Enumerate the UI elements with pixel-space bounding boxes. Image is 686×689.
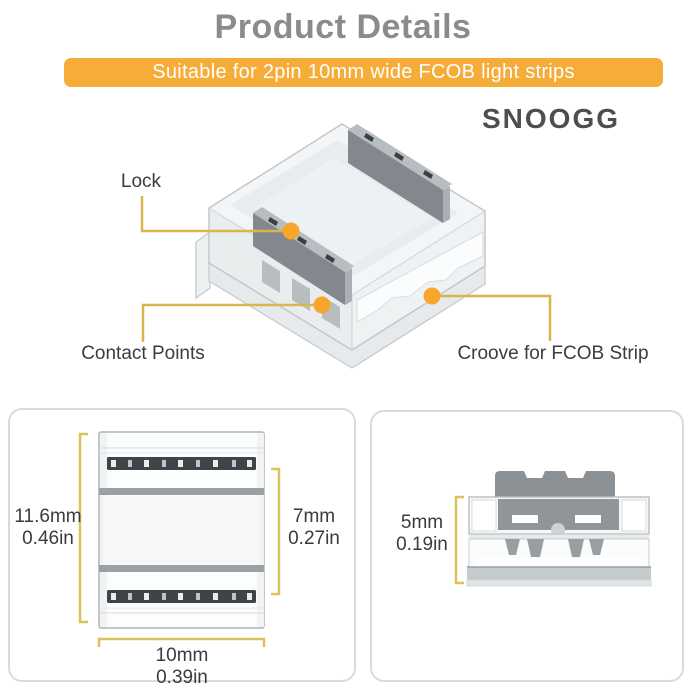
connector-left-face — [209, 208, 352, 350]
overall-height-dimension: 11.6mm 0.46in — [14, 506, 82, 550]
side-clip-left — [471, 499, 497, 532]
side-lower-highlight — [475, 558, 642, 565]
fcob-groove — [356, 231, 484, 323]
side-lock-bar — [495, 471, 615, 499]
side-contact — [505, 539, 520, 555]
lock-callout-line — [140, 196, 283, 233]
connector-3d-illustration — [140, 123, 552, 369]
side-slot-left — [512, 515, 538, 523]
suitability-banner: Suitable for 2pin 10mm wide FCOB light s… — [64, 58, 663, 87]
side-view-dimension-panel: 5mm 0.19in — [370, 410, 684, 682]
side-contact — [527, 539, 544, 557]
page-title: Product Details — [214, 8, 472, 46]
contact-points-label: Contact Points — [81, 343, 205, 364]
top-view-dimension-panel: 11.6mm 0.46in 7mm 0.27in 10mm 0.39in — [8, 408, 356, 688]
top-view-drawing — [78, 431, 281, 647]
overall-height-inch: 0.46in — [22, 528, 74, 549]
side-divider — [469, 534, 649, 539]
top-view-bar-upper — [99, 488, 264, 495]
lock-bar-far — [348, 124, 452, 223]
connector-base-step — [195, 230, 211, 300]
connector-window-highlight — [254, 158, 432, 266]
contact-points-callout-dot — [313, 296, 331, 314]
connector-hero: Lock Contact Points Croove for FCOB Stri… — [0, 110, 686, 400]
width-inch: 0.39in — [156, 667, 208, 688]
suitability-banner-text: Suitable for 2pin 10mm wide FCOB light s… — [152, 61, 575, 83]
side-contact — [568, 539, 584, 557]
contact-strip-top — [107, 457, 256, 470]
inner-height-mm: 7mm — [292, 506, 336, 527]
contact-strip-bottom — [107, 590, 256, 603]
width-dimension: 10mm 0.39in — [132, 645, 232, 689]
dimension-brackets — [78, 432, 281, 647]
brand-logo: SNOOGG — [482, 103, 621, 134]
overall-height-mm: 11.6mm — [14, 506, 82, 527]
top-view-edge-right — [257, 433, 264, 627]
side-clip-right — [621, 499, 647, 532]
side-height-inch: 0.19in — [396, 534, 448, 555]
top-view-bar-lower — [99, 565, 264, 572]
groove-callout-line — [440, 294, 552, 341]
bracket-width — [97, 637, 266, 647]
side-bottom-strip — [467, 567, 651, 580]
side-slot-right — [575, 515, 601, 523]
bracket-overall-height — [78, 432, 88, 624]
side-height-dimension: 5mm 0.19in — [382, 512, 462, 556]
inner-height-inch: 0.27in — [288, 528, 340, 549]
lock-label: Lock — [120, 171, 162, 192]
contact-slot — [262, 260, 280, 293]
side-height-mm: 5mm — [400, 512, 444, 533]
bracket-inner-height — [271, 467, 281, 596]
bracket-side-height — [454, 495, 464, 585]
top-view-window — [103, 496, 260, 564]
groove-label: Croove for FCOB Strip — [457, 343, 649, 364]
lock-callout-dot — [282, 222, 300, 240]
lock-bar-near — [253, 207, 354, 305]
side-contact — [589, 539, 604, 555]
contact-slot — [292, 278, 310, 311]
side-bottom-lip — [466, 579, 652, 587]
width-mm: 10mm — [155, 645, 209, 666]
inner-height-dimension: 7mm 0.27in — [276, 506, 352, 550]
groove-callout-dot — [423, 287, 441, 305]
callout-lines — [140, 196, 552, 342]
contact-points-callout-line — [141, 303, 315, 342]
side-view-drawing — [454, 471, 652, 587]
